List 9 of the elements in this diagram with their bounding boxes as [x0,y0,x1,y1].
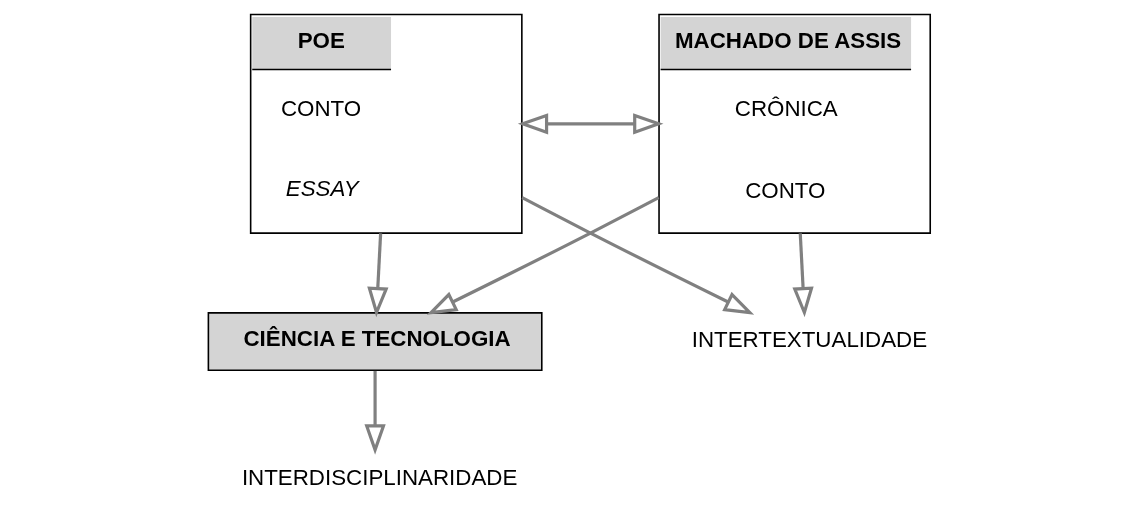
node-box: CIÊNCIA E TECNOLOGIA [207,312,543,372]
arrow [792,233,814,318]
arrow [517,113,664,135]
node-text: INTERDISCIPLINARIDADE [241,464,518,490]
arrow [364,370,386,455]
arrow [367,233,389,318]
arrow [521,196,755,315]
node-text: INTERTEXTUALIDADE [691,327,928,353]
arrow [426,196,660,315]
